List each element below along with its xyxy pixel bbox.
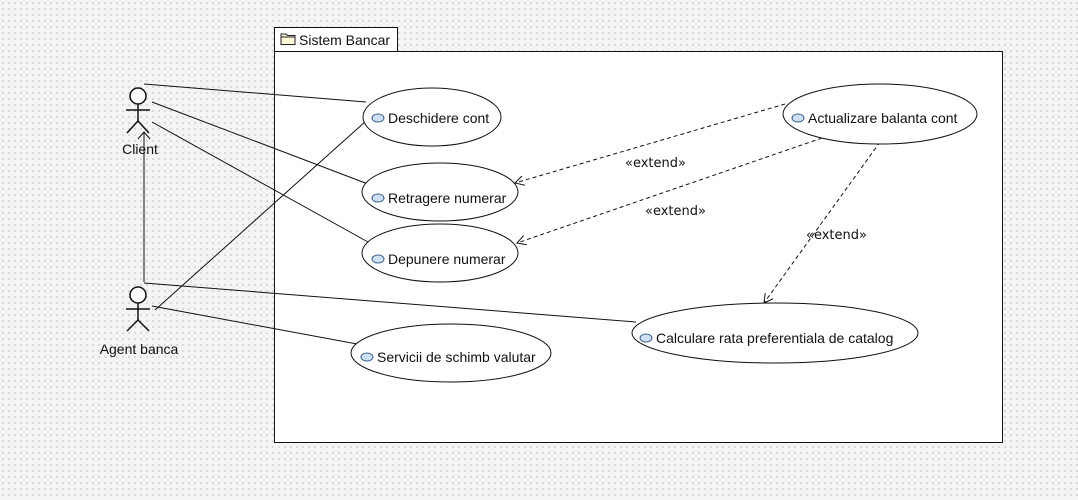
extend-arrow-retragere[interactable] <box>515 103 786 183</box>
usecase-servicii-schimb-valutar[interactable]: Servicii de schimb valutar <box>350 323 552 383</box>
usecase-label: Depunere numerar <box>388 251 506 267</box>
usecase-icon <box>371 193 385 203</box>
assoc-client-depunere[interactable] <box>151 121 369 243</box>
actor-head <box>129 286 147 304</box>
usecase-depunere-numerar[interactable]: Depunere numerar <box>361 223 519 283</box>
actor-head <box>129 87 147 105</box>
usecase-label: Servicii de schimb valutar <box>377 349 536 365</box>
assoc-client-retragere[interactable] <box>151 101 369 185</box>
usecase-deschidere-cont[interactable]: Deschidere cont <box>362 87 502 147</box>
usecase-label: Calculare rata preferentiala de catalog <box>656 330 893 346</box>
assoc-client-deschidere[interactable] <box>143 83 367 103</box>
extend-arrow-depunere[interactable] <box>517 137 823 243</box>
usecase-icon <box>371 113 385 123</box>
usecase-label: Actualizare balanta cont <box>808 110 958 126</box>
usecase-calculare-rata[interactable]: Calculare rata preferentiala de catalog <box>631 302 919 364</box>
usecase-label: Deschidere cont <box>388 110 489 126</box>
actor-client[interactable] <box>126 87 150 134</box>
associations <box>143 83 637 345</box>
extend-arrow-calculare[interactable] <box>764 141 881 303</box>
actor-agent-banca[interactable] <box>126 286 150 332</box>
extend-label-1: «extend» <box>625 156 686 171</box>
actor-client-label: Client <box>122 141 158 157</box>
extend-label-2: «extend» <box>645 204 706 219</box>
actor-agent-label: Agent banca <box>100 341 179 357</box>
assoc-agent-servicii[interactable] <box>151 305 358 345</box>
extend-label-3: «extend» <box>806 228 867 243</box>
package-title: Sistem Bancar <box>299 32 390 48</box>
usecase-icon <box>371 254 385 264</box>
usecase-label: Retragere numerar <box>388 190 507 206</box>
assoc-agent-calculare[interactable] <box>143 282 637 323</box>
usecase-actualizare-balanta-cont[interactable]: Actualizare balanta cont <box>782 83 978 145</box>
usecase-icon <box>360 352 374 362</box>
usecase-icon <box>791 113 805 123</box>
usecase-icon <box>639 333 653 343</box>
generalization-arrowhead <box>137 131 151 140</box>
folder-icon <box>280 33 296 45</box>
assoc-agent-deschidere[interactable] <box>154 120 367 311</box>
extend-relations <box>515 103 881 303</box>
usecase-retragere-numerar[interactable]: Retragere numerar <box>361 162 519 222</box>
